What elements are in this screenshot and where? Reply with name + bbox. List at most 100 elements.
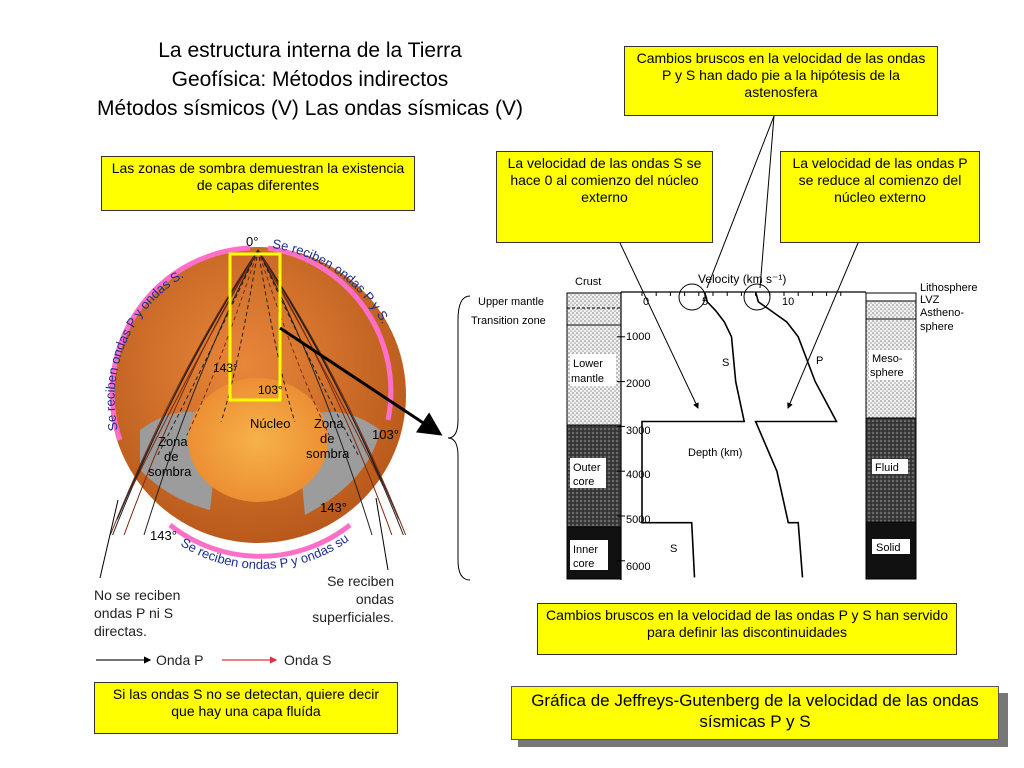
seismic-ray [257,249,296,422]
pointer-astheno-to-p [759,115,775,289]
svg-text:core: core [573,558,594,570]
pointer-p-velocity [787,242,859,409]
kink-circle-s [678,283,706,311]
legend-s-label: Onda S [284,652,331,668]
graph-caption: Gráfica de Jeffreys-Gutenberg de la velo… [511,686,999,740]
seismic-ray [257,249,330,436]
layer-fluid: Fluid [872,459,908,474]
angle-bottom-left-label: 143° [150,528,177,543]
arc-right [267,245,394,421]
seismic-ray [109,249,259,536]
seismic-ray [257,249,360,458]
seismic-ray [156,249,259,458]
arc-left [109,245,251,441]
s-velocity-note: La velocidad de las ondas S se hace 0 al… [496,151,713,243]
svg-text:mantle: mantle [571,373,604,385]
layer-lithosphere: Lithosphere [920,282,978,294]
y-tick-marks [617,336,625,562]
depth-tick-labels: 1000 2000 3000 4000 5000 6000 [626,331,650,573]
layer-outer-core: Outer core [570,458,606,488]
globe-diagram: 0° 103° 143° 143° 143° 103° Núcleo Zona … [0,0,407,668]
fluid-layer-note: Si las ondas S no se detectan, quiere de… [94,682,398,734]
note-right-pointer [375,497,389,571]
depth-tick-2000: 2000 [626,378,650,390]
svg-text:sombra: sombra [306,446,350,461]
layer-crust: Crust [575,276,601,288]
velocity-curves [641,291,838,578]
left-shadow-label: Zona de sombra [148,434,192,479]
note-right: Se reciben ondas superficiales. [312,573,394,625]
curve-s-label: S [722,357,729,369]
depth-axis-label: Depth (km) [688,447,742,459]
depth-tick-3000: 3000 [626,425,650,437]
angle-inner-right-label: 103° [258,383,283,397]
ray-fan [109,249,407,536]
seismic-ray [257,249,393,536]
globe-to-chart-arrow [279,326,443,436]
seismic-ray [132,249,259,486]
right-shadow-label: Zona de sombra [306,416,350,461]
title-line-2: Geofísica: Métodos indirectos [171,68,449,91]
seismic-ray [123,249,259,536]
note-left: No se reciben ondas P ni S directas. [94,587,180,639]
svg-text:Outer: Outer [573,462,601,474]
svg-text:Zona: Zona [314,416,344,431]
curve-s [641,291,746,578]
svg-text:Solid: Solid [876,542,900,554]
note-left-pointer [99,499,119,579]
page-title: La estructura interna de la Tierra Geofí… [40,36,580,123]
svg-text:ondas: ondas [356,591,394,607]
svg-text:ondas P ni S: ondas P ni S [94,605,173,621]
layer-mesosphere: Meso- sphere [869,350,913,380]
title-line-3: Métodos sísmicos (V) Las ondas sísmicas … [97,97,523,120]
layer-asthenosphere: Astheno- sphere [920,307,964,333]
depth-tick-5000: 5000 [626,514,650,526]
seismic-ray [257,249,384,486]
layer-upper-mantle: Upper mantle [478,296,544,308]
svg-text:de: de [320,431,334,446]
svg-text:Zona: Zona [158,434,188,449]
seismic-ray [143,249,259,536]
asthenosphere-note: Cambios bruscos en la velocidad de las o… [624,46,938,116]
arc-bottom [168,523,352,559]
svg-text:superficiales.: superficiales. [312,609,394,625]
svg-text:Se reciben: Se reciben [327,573,394,589]
x-tick-label-10: 10 [782,296,794,308]
col-lithosphere [865,292,917,302]
chart-brace [447,295,471,581]
p-velocity-note: La velocidad de las ondas P se reduce al… [780,151,980,243]
discontinuities-note: Cambios bruscos en la velocidad de las o… [537,603,957,655]
velocity-chart: Velocity (km s⁻¹) 0 5 10 Depth (km) 1000… [471,272,978,580]
title-line-1: La estructura interna de la Tierra [158,39,462,62]
angle-right-label: 103° [372,427,399,442]
svg-text:Fluid: Fluid [875,462,899,474]
angle-bottom-right-label: 143° [320,500,347,515]
focus-rectangle [228,252,282,402]
depth-tick-6000: 6000 [626,561,650,573]
depth-tick-4000: 4000 [626,469,650,481]
col-upper-mantle [566,292,622,326]
axis-title: Velocity (km s⁻¹) [698,272,786,286]
x-tick-label-5: 5 [702,296,708,308]
core-label: Núcleo [250,416,290,431]
globe-core [188,378,328,502]
pointer-astheno-to-s [706,115,775,289]
angle-top-label: 0° [246,234,258,249]
svg-text:Meso-: Meso- [872,353,903,365]
col-asthenosphere [865,300,917,320]
layer-lvz: LVZ [920,294,940,306]
kink-circle-p [743,283,771,311]
layer-transition-zone: Transition zone [471,315,546,327]
svg-text:de: de [164,449,178,464]
svg-text:core: core [573,476,594,488]
angle-inner-left-label: 143° [213,361,238,375]
curve-s-inner-label: S [670,543,677,555]
svg-text:Astheno-: Astheno- [920,307,964,319]
x-tick-label-0: 0 [643,296,649,308]
seismic-ray [220,249,259,422]
layer-lower-mantle: Lower mantle [570,354,616,386]
svg-text:sphere: sphere [870,367,904,379]
svg-text:Inner: Inner [573,544,598,556]
seismic-ray [257,249,404,536]
layer-solid: Solid [872,539,910,554]
